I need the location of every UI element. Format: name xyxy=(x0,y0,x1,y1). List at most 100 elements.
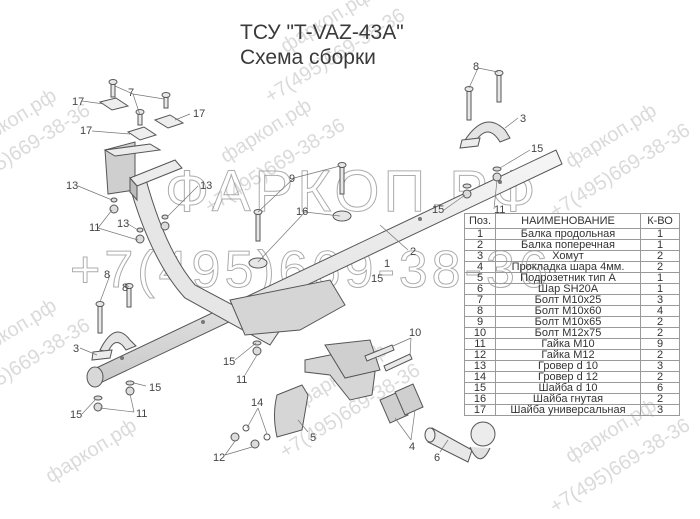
diagram-title: ТСУ "T-VAZ-43A" xyxy=(240,21,404,44)
cell-quantity: 4 xyxy=(640,305,680,317)
nuts-and-washers xyxy=(93,166,502,412)
cell-name: Болт М12х75 xyxy=(495,327,641,339)
callout: 4 xyxy=(409,441,415,453)
cell-name: Болт М10х65 xyxy=(495,316,641,328)
callout: 8 xyxy=(473,61,479,73)
table-header-row: Поз. НАИМЕНОВАНИЕ К-ВО xyxy=(464,213,680,229)
callout: 13 xyxy=(117,218,129,230)
cell-quantity: 3 xyxy=(640,404,680,416)
clamp-right xyxy=(459,121,511,149)
cell-position: 9 xyxy=(464,316,496,328)
callout: 15 xyxy=(149,382,161,394)
cell-quantity: 2 xyxy=(640,393,680,405)
callout: 15 xyxy=(70,409,82,421)
callout: 3 xyxy=(73,343,79,355)
callout: 17 xyxy=(72,96,84,108)
cell-name: Шайба гнутая xyxy=(495,393,641,405)
callout: 17 xyxy=(193,108,205,120)
callout: 17 xyxy=(80,125,92,137)
m12-nuts-and-grovers xyxy=(230,424,271,449)
callout: 6 xyxy=(434,452,440,464)
cell-quantity: 2 xyxy=(640,250,680,262)
cell-name: Прокладка шара 4мм. xyxy=(495,261,641,273)
cross-beam-part xyxy=(86,149,563,388)
cell-name: Гайка М10 xyxy=(495,338,641,350)
cell-quantity: 2 xyxy=(640,261,680,273)
callout: 15 xyxy=(531,143,543,155)
universal-washers xyxy=(98,97,185,141)
ball-mount-bracket xyxy=(304,339,381,401)
cell-quantity: 3 xyxy=(640,360,680,372)
cell-quantity: 1 xyxy=(640,272,680,284)
cell-position: 4 xyxy=(464,261,496,273)
callout: 15 xyxy=(223,356,235,368)
callout: 11 xyxy=(494,204,505,216)
cell-quantity: 2 xyxy=(640,349,680,361)
callout: 2 xyxy=(410,246,416,258)
bolts-m10x65 xyxy=(253,162,347,242)
cell-position: 16 xyxy=(464,393,496,405)
column-header-quantity: К-ВО xyxy=(640,213,680,229)
column-header-position: Поз. xyxy=(464,213,496,229)
cell-name: Болт М10х25 xyxy=(495,294,641,306)
cell-name: Шайба универсальная xyxy=(495,404,641,416)
callout: 16 xyxy=(296,206,308,218)
callout: 15 xyxy=(371,273,383,285)
callout: 12 xyxy=(213,452,225,464)
cell-name: Гровер d 12 xyxy=(495,371,641,383)
cell-quantity: 2 xyxy=(640,316,680,328)
cell-name: Гровер d 10 xyxy=(495,360,641,372)
callout: 15 xyxy=(432,204,444,216)
mounting-bracket xyxy=(103,141,183,202)
cell-name: Балка продольная xyxy=(495,228,641,240)
cell-position: 13 xyxy=(464,360,496,372)
callout-labels: 17 7 17 17 13 13 11 13 8 3 15 15 11 9 16… xyxy=(66,61,543,464)
bent-washers xyxy=(248,210,352,269)
callout: 8 xyxy=(122,282,128,294)
cell-quantity: 9 xyxy=(640,338,680,350)
cell-name: Шайба d 10 xyxy=(495,382,641,394)
callout: 11 xyxy=(89,222,100,234)
bolts-m12x75 xyxy=(364,344,413,372)
callout: 5 xyxy=(310,432,316,444)
cell-name: Балка поперечная xyxy=(495,239,641,251)
callout: 9 xyxy=(289,173,295,185)
cell-name: Болт М10х60 xyxy=(495,305,641,317)
cell-quantity: 2 xyxy=(640,327,680,339)
cell-name: Хомут xyxy=(495,250,641,262)
cell-quantity: 1 xyxy=(640,283,680,295)
cell-quantity: 1 xyxy=(640,239,680,251)
callout: 11 xyxy=(136,408,147,420)
column-header-name: НАИМЕНОВАНИЕ xyxy=(495,213,641,229)
ball-spacers xyxy=(379,383,424,424)
cell-position: 1 xyxy=(464,228,496,240)
callout: 1 xyxy=(384,258,390,270)
cell-quantity: 6 xyxy=(640,382,680,394)
cell-position: 14 xyxy=(464,371,496,383)
bolts-m10x25 xyxy=(108,79,171,126)
assembly-diagram: 17 7 17 17 13 13 11 13 8 3 15 15 11 9 16… xyxy=(66,61,563,464)
cell-position: 17 xyxy=(464,404,496,416)
clamp-left xyxy=(91,331,137,361)
diagram-subtitle: Схема сборки xyxy=(240,46,376,69)
cell-quantity: 3 xyxy=(640,294,680,306)
cell-position: 5 xyxy=(464,272,496,284)
longitudinal-beam-part xyxy=(127,175,346,346)
cell-position: 7 xyxy=(464,294,496,306)
